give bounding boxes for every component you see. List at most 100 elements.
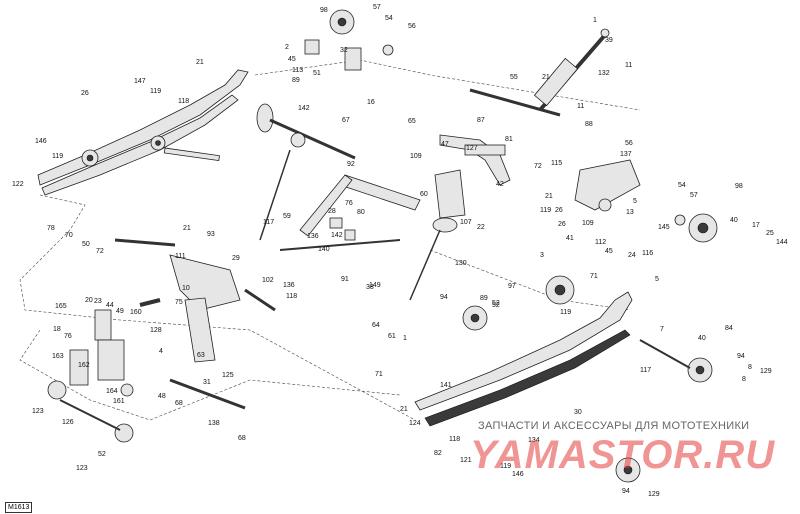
callout-label: 117: [263, 219, 274, 226]
callout-label: 113: [292, 67, 303, 74]
callout-label: 21: [196, 59, 204, 66]
callout-label: 97: [508, 283, 516, 290]
callout-label: 5: [633, 198, 637, 205]
callout-label: 1: [403, 335, 407, 342]
callout-label: 54: [678, 182, 686, 189]
callout-label: 2: [285, 44, 289, 51]
callout-label: 149: [369, 282, 381, 289]
dashed-guide-lines: [19, 59, 641, 421]
callout-label: 11: [577, 103, 584, 110]
callout-label: 29: [232, 255, 240, 262]
callout-label: 24: [628, 252, 636, 259]
callout-label: 161: [113, 398, 125, 405]
callout-label: 128: [150, 327, 162, 334]
axle-wheel-assembly: [256, 103, 356, 241]
callout-label: 125: [222, 372, 234, 379]
watermark-logo: YAMASTOR.RU: [470, 433, 776, 477]
callout-label: 20: [85, 297, 93, 304]
callout-label: 25: [766, 230, 774, 237]
watermark-tagline: ЗАПЧАСТИ И АКСЕССУАРЫ ДЛЯ МОТОТЕХНИКИ: [478, 420, 750, 432]
callout-label: 115: [551, 160, 562, 167]
callout-label: 126: [62, 419, 74, 426]
callout-label: 130: [455, 260, 467, 267]
callout-label: 61: [388, 333, 396, 340]
callout-label: 129: [648, 491, 660, 498]
callout-label: 18: [53, 326, 61, 333]
callout-label: 10: [182, 285, 190, 292]
callout-label: 116: [642, 250, 653, 257]
callout-label: 16: [367, 99, 375, 106]
callout-label: 57: [690, 192, 698, 199]
callout-label: 134: [528, 437, 540, 444]
callout-label: 59: [283, 213, 291, 220]
callout-label: 63: [197, 352, 205, 359]
callout-label: 164: [106, 388, 118, 395]
callout-label: 39: [605, 37, 613, 44]
callout-label: 21: [400, 406, 408, 413]
callout-label: 142: [331, 232, 343, 239]
callout-label: 81: [505, 136, 513, 143]
callout-label: 119: [560, 309, 571, 316]
lower-axle-bars: [139, 298, 246, 410]
left-upper-rail: [37, 69, 249, 196]
callout-label: 68: [238, 435, 246, 442]
callout-labels: 98 57 54 56 2 32 45 113 51 16 1 39 11 13…: [12, 4, 788, 498]
callout-label: 56: [625, 140, 633, 147]
callout-label: 122: [12, 181, 24, 188]
callout-label: 140: [318, 246, 330, 253]
callout-label: 163: [52, 353, 64, 360]
callout-label: 21: [545, 193, 553, 200]
figure-id: M1613: [5, 502, 33, 513]
rear-pivot-arm: [434, 88, 561, 219]
callout-label: 8: [748, 364, 752, 371]
callout-label: 94: [622, 488, 630, 495]
callout-label: 26: [555, 207, 563, 214]
callout-label: 56: [408, 23, 416, 30]
callout-label: 142: [298, 105, 310, 112]
callout-label: 92: [347, 161, 355, 168]
callout-label: 54: [385, 15, 393, 22]
callout-label: 94: [440, 294, 448, 301]
callout-label: 107: [460, 219, 472, 226]
callout-label: 57: [373, 4, 381, 11]
callout-label: 50: [82, 241, 90, 248]
callout-label: 119: [540, 207, 551, 214]
callout-label: 146: [512, 471, 524, 478]
callout-label: 144: [776, 239, 788, 246]
callout-label: 111: [175, 253, 186, 260]
callout-label: 141: [440, 382, 452, 389]
callout-label: 123: [32, 408, 44, 415]
callout-label: 49: [116, 308, 124, 315]
callout-label: 70: [65, 232, 73, 239]
right-upper-bracket: [574, 159, 718, 243]
callout-label: 5: [655, 276, 659, 283]
callout-label: 145: [658, 224, 670, 231]
callout-label: 72: [534, 163, 542, 170]
callout-label: 88: [585, 121, 593, 128]
callout-label: 146: [35, 138, 47, 145]
callout-label: 132: [598, 70, 610, 77]
callout-label: 119: [500, 463, 511, 470]
callout-label: 136: [283, 282, 295, 289]
callout-label: 32: [340, 47, 348, 54]
callout-label: 72: [96, 248, 104, 255]
callout-label: 71: [375, 371, 383, 378]
callout-label: 8: [742, 376, 746, 383]
callout-label: 67: [342, 117, 350, 124]
callout-label: 160: [130, 309, 142, 316]
callout-label: 117: [640, 367, 651, 374]
callout-label: 76: [64, 333, 72, 340]
callout-label: 44: [106, 302, 114, 309]
callout-label: 84: [725, 325, 733, 332]
callout-label: 7: [660, 326, 664, 333]
callout-label: 80: [357, 209, 365, 216]
callout-label: 112: [595, 239, 606, 246]
central-linkage: [279, 174, 458, 301]
callout-label: 138: [208, 420, 220, 427]
callout-label: 91: [341, 276, 349, 283]
lower-left-shock: [47, 309, 134, 443]
callout-label: 31: [203, 379, 211, 386]
callout-label: 42: [496, 181, 504, 188]
callout-label: 65: [408, 118, 416, 125]
